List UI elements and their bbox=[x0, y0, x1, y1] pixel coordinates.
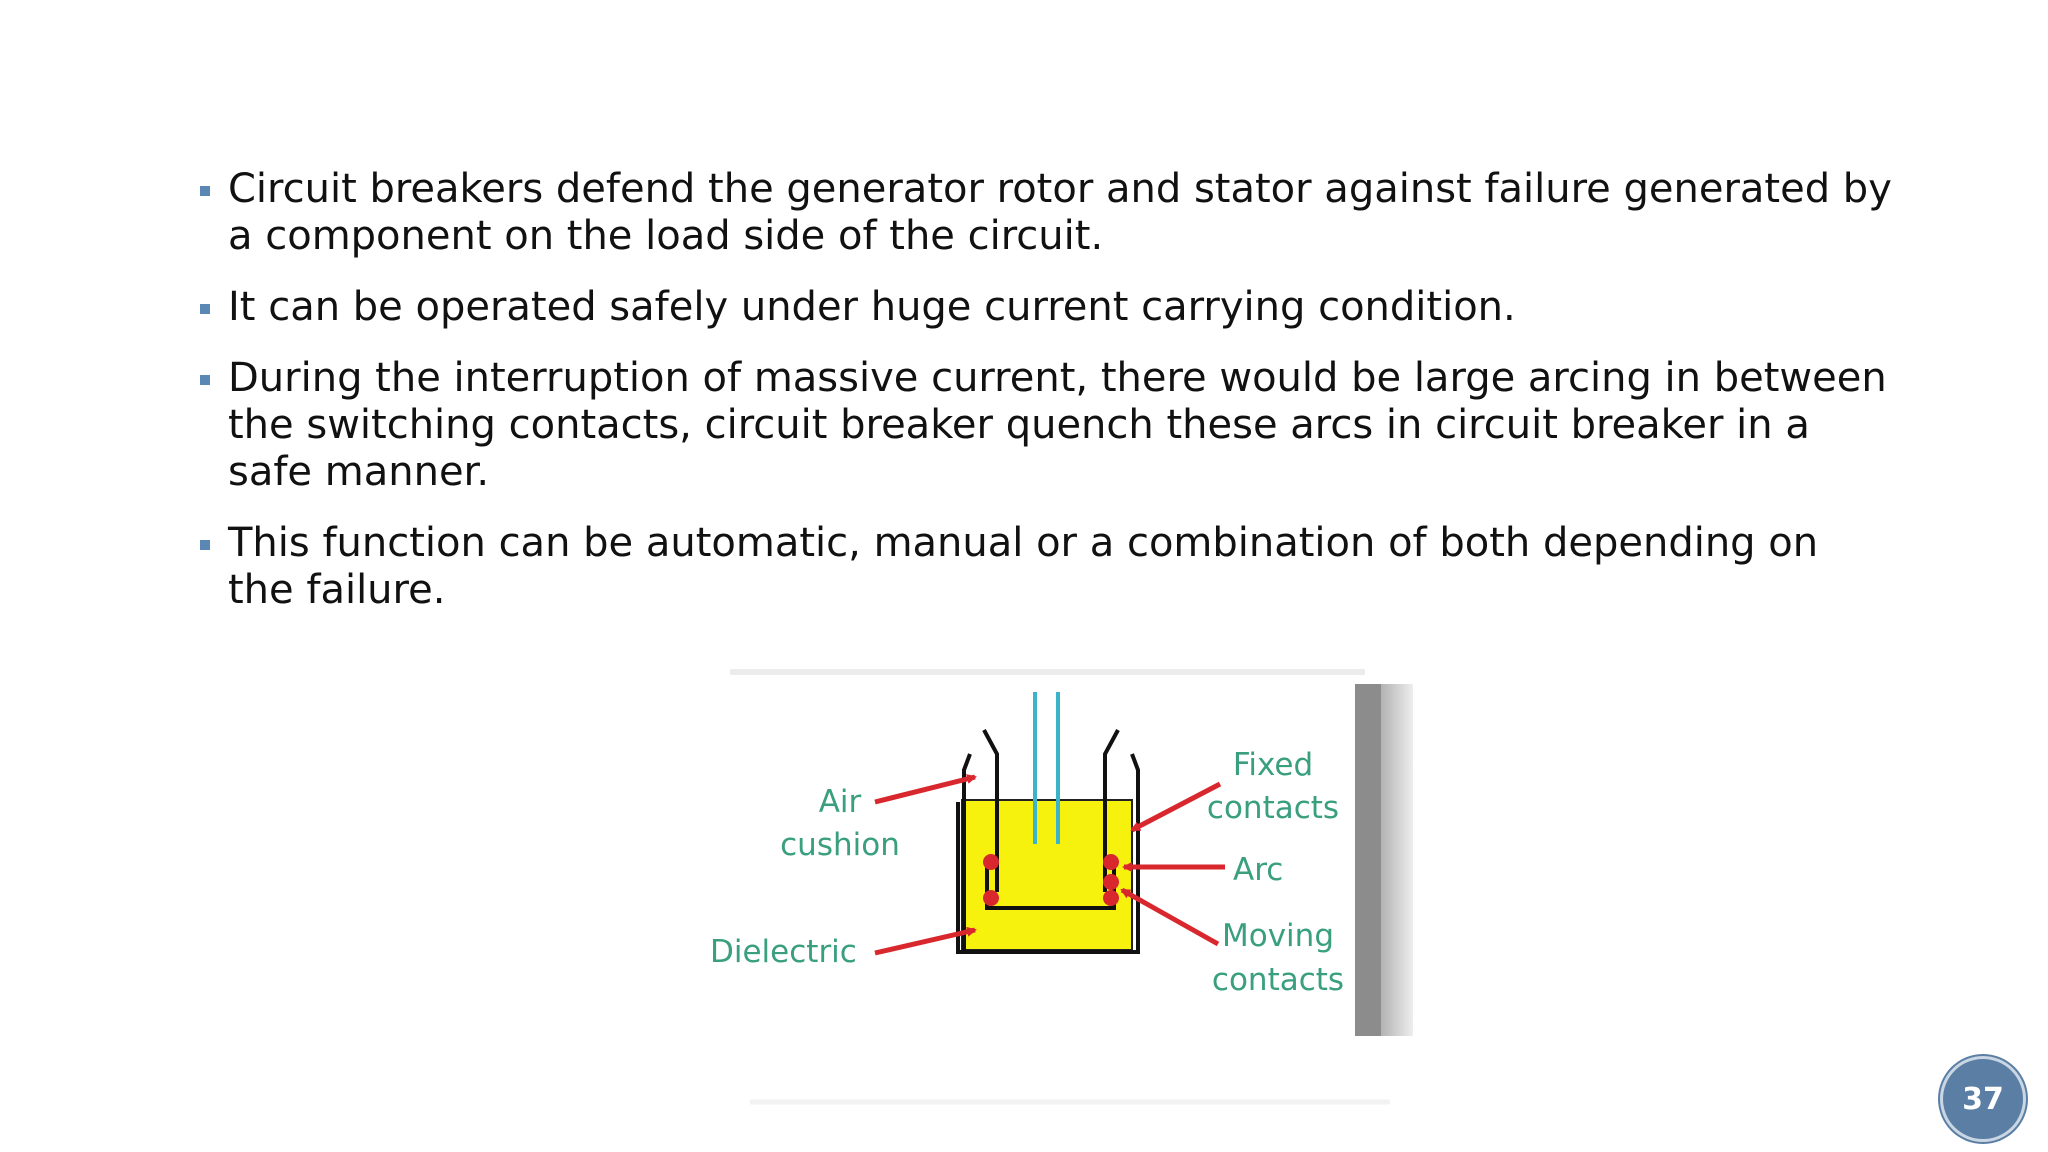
label-cushion: cushion bbox=[780, 827, 900, 863]
diagram-svg: Air cushion Dielectric Fixed contacts Ar… bbox=[710, 669, 1413, 1105]
arrow-moving-contacts bbox=[1120, 887, 1220, 947]
label-air: Air bbox=[819, 784, 862, 820]
contact-dot bbox=[983, 854, 999, 870]
arrow-air-cushion bbox=[874, 774, 977, 805]
bullet-item: This function can be automatic, manual o… bbox=[196, 520, 1896, 614]
fixed-contact-left-inner bbox=[962, 753, 972, 952]
page-number-badge: 37 bbox=[1940, 1056, 2026, 1142]
bullet-item: It can be operated safely under huge cur… bbox=[196, 284, 1896, 331]
contact-dot bbox=[983, 890, 999, 906]
label-arc: Arc bbox=[1233, 852, 1283, 888]
label-dielectric: Dielectric bbox=[710, 934, 857, 970]
bullet-marker-icon bbox=[200, 540, 210, 550]
bullet-text: This function can be automatic, manual o… bbox=[228, 520, 1819, 613]
label-moving: Moving bbox=[1222, 918, 1334, 954]
bullet-text: During the interruption of massive curre… bbox=[228, 355, 1887, 495]
fixed-contact-left-outer bbox=[982, 729, 999, 892]
image-edge-dark bbox=[1355, 684, 1381, 1036]
fixed-contact-right-inner bbox=[1130, 753, 1140, 952]
bullet-marker-icon bbox=[200, 186, 210, 196]
bullet-item: Circuit breakers defend the generator ro… bbox=[196, 166, 1896, 260]
label-contacts-fixed: contacts bbox=[1207, 790, 1339, 826]
bullet-item: During the interruption of massive curre… bbox=[196, 355, 1896, 496]
circuit-breaker-diagram: Air cushion Dielectric Fixed contacts Ar… bbox=[700, 662, 1420, 1112]
contact-dot bbox=[1103, 854, 1119, 870]
fixed-contact-right-outer bbox=[1103, 729, 1120, 892]
arrow-dielectric bbox=[874, 926, 977, 956]
contact-dot bbox=[1103, 874, 1119, 890]
label-contacts-moving: contacts bbox=[1212, 962, 1344, 998]
bullet-text: It can be operated safely under huge cur… bbox=[228, 284, 1516, 330]
contact-dot bbox=[1103, 890, 1119, 906]
bullet-marker-icon bbox=[200, 304, 210, 314]
label-fixed: Fixed bbox=[1233, 747, 1313, 783]
arrow-fixed-contacts bbox=[1130, 781, 1222, 833]
bullet-list: Circuit breakers defend the generator ro… bbox=[196, 166, 1896, 638]
bullet-text: Circuit breakers defend the generator ro… bbox=[228, 166, 1892, 259]
bullet-marker-icon bbox=[200, 375, 210, 385]
